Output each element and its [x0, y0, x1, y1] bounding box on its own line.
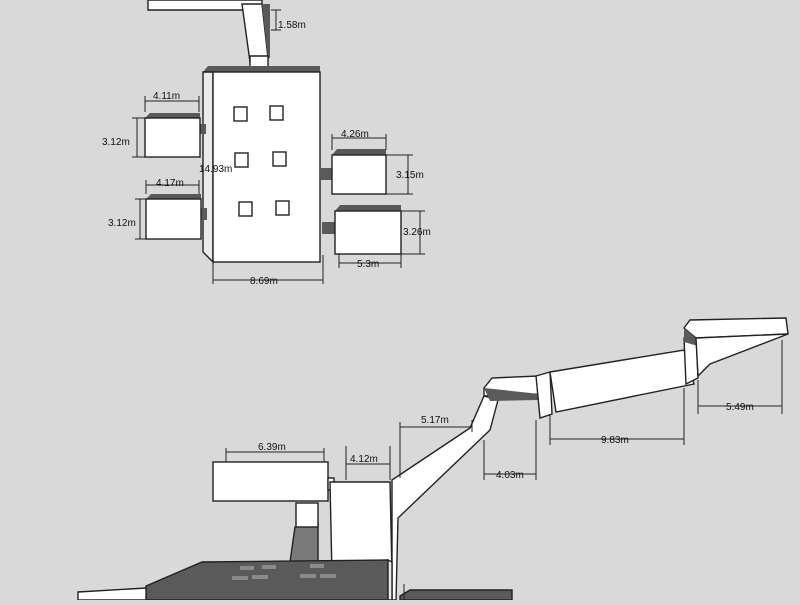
plan-window: [233, 106, 248, 122]
dim-main-height: 14.93m: [199, 164, 232, 175]
bottom-roof: [77, 558, 513, 601]
wing-lower-left: 4.17m 3.12m: [108, 178, 207, 240]
roof-vent: [252, 575, 268, 579]
dim-end: 5.49m: [726, 402, 754, 413]
dim-left-block: 6.39m: [258, 442, 286, 453]
mid-landing: 4.03m: [483, 371, 553, 481]
plan-window: [269, 105, 284, 121]
dim-landing: 4.03m: [496, 470, 524, 481]
left-block: 6.39m: [212, 442, 335, 502]
plan-window: [234, 152, 249, 168]
dim-ll-width: 4.17m: [156, 178, 184, 189]
wing-upper-left: 4.11m 3.12m: [102, 91, 206, 158]
roof-vent: [310, 564, 324, 568]
ramp-2: 9.83m: [549, 333, 699, 446]
roof-vent: [262, 565, 276, 569]
wing-lower-right: 3.26m 5.3m: [322, 205, 431, 270]
dim-ul-height: 3.12m: [102, 137, 130, 148]
top-connector: 1.58m: [241, 3, 306, 71]
plan-window: [275, 200, 290, 216]
roof-vent: [320, 574, 336, 578]
plan-window: [238, 201, 253, 217]
dim-top-connector: 1.58m: [278, 20, 306, 31]
dim-ll-height: 3.12m: [108, 218, 136, 229]
dim-ul-width: 4.11m: [153, 91, 180, 102]
ramp-1: 5.17m: [391, 395, 499, 601]
tower: 4.12m: [329, 446, 393, 576]
plan-window: [272, 151, 287, 167]
dim-tower: 4.12m: [350, 454, 378, 465]
dim-lr-height: 3.26m: [403, 227, 431, 238]
plan-view: 1.58m 14.93m 8.69m 4.11m: [102, 0, 431, 287]
main-block: 14.93m 8.69m: [199, 66, 324, 287]
dim-ramp1: 5.17m: [421, 415, 449, 426]
dim-ramp2: 9.83m: [601, 435, 629, 446]
dim-main-width: 8.69m: [250, 276, 278, 287]
roof-vent: [300, 574, 316, 578]
end-cantilever: 5.49m: [683, 317, 789, 414]
support-column: [289, 502, 319, 563]
dim-lr-width: 5.3m: [357, 259, 379, 270]
wing-upper-right: 4.26m 3.15m: [320, 129, 424, 195]
dim-ur-width: 4.26m: [341, 129, 369, 140]
elevation-view: 6.39m 4.12m 5.17m: [77, 317, 789, 601]
dim-ur-height: 3.15m: [396, 170, 424, 181]
roof-vent: [232, 576, 248, 580]
roof-vent: [240, 566, 254, 570]
